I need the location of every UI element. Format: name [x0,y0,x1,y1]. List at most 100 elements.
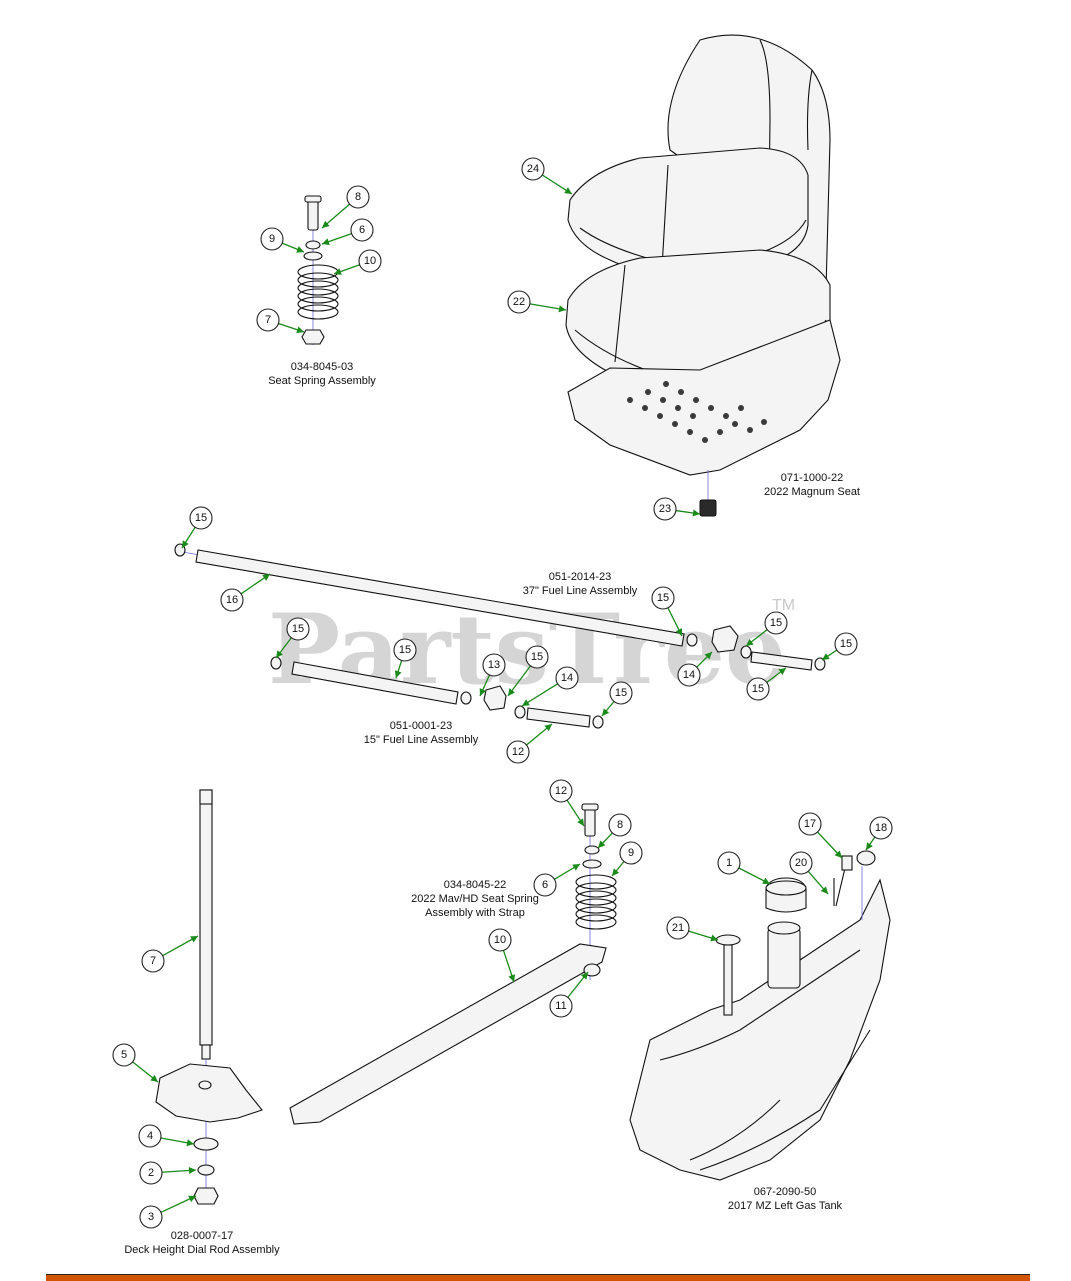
fuel-line-15-drawing [270,656,604,729]
assembly-captions: 034-8045-03 Seat Spring Assembly 071-100… [124,361,860,1256]
leader-arrowhead [544,724,552,732]
caption-seat-spring-name: Seat Spring Assembly [268,375,376,387]
callout-circle [488,928,512,952]
callout-number: 17 [804,818,816,830]
callout-circle [533,873,557,897]
callout-number: 13 [488,659,500,671]
callout-6: 6 [321,218,374,245]
callout-14: 14 [521,666,579,707]
leader-arrowhead [820,886,828,894]
leader-arrowhead [746,638,754,646]
callout-circle [651,586,675,610]
caption-fuel-37-pn: 051-2014-23 [549,571,611,583]
callout-number: 10 [494,934,506,946]
leader-arrowhead [182,540,189,548]
fuel-line-37-drawing [174,543,826,671]
leader-arrowhead [675,628,682,636]
callout-1: 1 [717,851,771,885]
callout-9: 9 [260,227,305,253]
callout-4: 4 [138,1124,195,1148]
callout-number: 9 [269,233,275,245]
callout-number: 10 [364,255,376,267]
callout-16: 16 [220,573,271,612]
caption-seat-name: 2022 Magnum Seat [764,486,860,498]
caption-gas-tank-pn: 067-2090-50 [754,1186,816,1198]
caption-seat-pn: 071-1000-22 [781,472,843,484]
callout-number: 3 [148,1211,154,1223]
leader-arrowhead [508,688,515,696]
callout-number: 15 [399,644,411,656]
callout-circle [717,851,741,875]
callout-15: 15 [745,611,788,647]
leader-arrowhead [834,850,842,858]
callout-number: 15 [292,623,304,635]
callout-number: 21 [672,922,684,934]
callout-number: 1 [726,857,732,869]
callout-13: 13 [479,653,506,697]
leader-arrowhead [296,326,304,334]
callout-circle [549,779,573,803]
bottom-bar [46,1274,1030,1281]
callout-circle [619,841,643,865]
callout-12: 12 [506,723,553,764]
leader-arrowhead [322,238,330,245]
callout-circle [608,813,632,837]
callout-number: 9 [628,847,634,859]
callout-circle [506,740,530,764]
callout-circle [112,1043,136,1067]
leader-arrowhead [188,1166,196,1174]
gas-tank-drawing [629,850,891,1181]
leader-arrowhead [762,877,770,884]
leader-arrowhead [190,936,198,943]
callout-7: 7 [256,308,305,334]
callout-circle [555,666,579,690]
callout-22: 22 [507,290,567,314]
callout-number: 15 [615,687,627,699]
callout-15: 15 [275,617,310,659]
callout-circle [521,157,545,181]
caption-seat-spring-pn: 034-8045-03 [291,361,353,373]
callout-number: 8 [617,819,623,831]
seat-spring-strap-drawing [289,803,617,1125]
callout-circle [139,1205,163,1229]
leader-arrowhead [692,509,700,517]
callout-circle [482,653,506,677]
callout-21: 21 [666,916,719,942]
callout-15: 15 [507,645,549,697]
callout-10: 10 [488,928,516,983]
callout-circle [189,506,213,530]
callout-number: 15 [752,683,764,695]
callout-circle [393,638,417,662]
dial-rod-assembly-drawing [155,789,263,1205]
callout-circle [677,663,701,687]
leader-arrowhead [822,653,830,660]
callout-11: 11 [549,971,589,1018]
callout-5: 5 [112,1043,159,1083]
callout-number: 23 [659,503,671,515]
callout-number: 2 [148,1167,154,1179]
callout-number: 15 [840,638,852,650]
callout-15: 15 [651,586,683,637]
callout-number: 7 [150,955,156,967]
callout-15: 15 [601,681,633,717]
leader-arrowhead [262,574,270,581]
callout-14: 14 [677,651,713,687]
callout-circle [507,290,531,314]
leader-arrowhead [522,699,530,706]
callout-8: 8 [597,813,632,849]
callout-number: 14 [683,669,695,681]
callout-layer: 8961072422231516151513151415151215141515… [112,157,893,1229]
callout-8: 8 [321,185,370,229]
callout-number: 6 [359,224,365,236]
callout-circle [834,632,858,656]
watermark-tm: TM [772,597,795,614]
caption-fuel-37-name: 37" Fuel Line Assembly [523,585,638,597]
callout-number: 6 [542,879,548,891]
callout-circle [286,617,310,641]
callout-15: 15 [746,667,787,701]
leader-arrowhead [150,1074,158,1082]
callout-number: 16 [226,594,238,606]
leader-arrowhead [186,1139,194,1147]
leader-arrowhead [296,246,304,253]
callout-circle [525,645,549,669]
